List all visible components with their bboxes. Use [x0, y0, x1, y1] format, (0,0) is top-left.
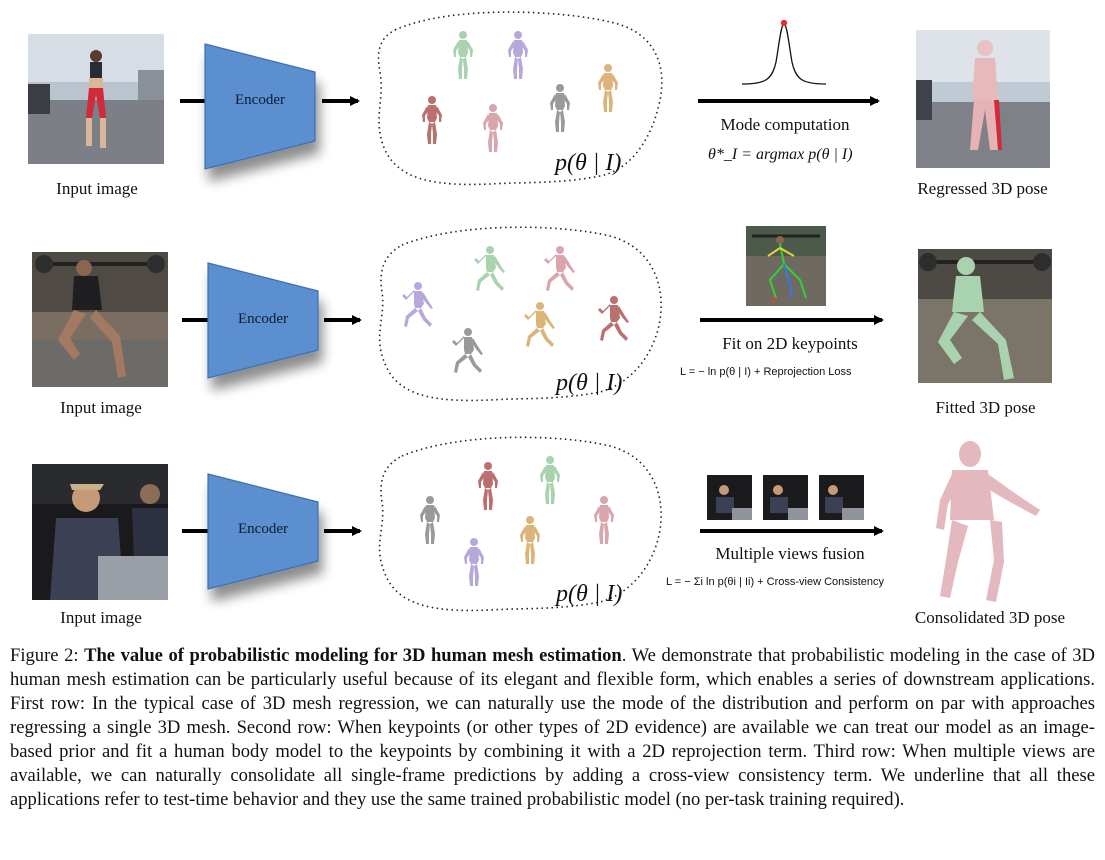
row1-distribution-blob: [377, 11, 663, 186]
row2-input-label: Input image: [60, 398, 142, 417]
row3-output-label: Consolidated 3D pose: [914, 608, 1066, 627]
figure-caption: Figure 2: The value of probabilistic mod…: [10, 644, 1095, 812]
row3-method-label: Multiple views fusion: [715, 544, 865, 563]
row3-encoder-shape: [207, 473, 319, 590]
row3-distribution-label: p(θ | I): [556, 581, 623, 607]
row2-keypoint-photo: [746, 226, 826, 306]
row2-input-photo: [32, 252, 168, 387]
row1-encoder-label: Encoder: [235, 92, 285, 108]
row1-mesh-samples: [422, 31, 618, 152]
row3-encoder-label: Encoder: [238, 521, 288, 537]
row3-input-photo: [32, 464, 168, 600]
row1-method-label: Mode computation: [720, 115, 850, 134]
row1-input-photo: [28, 34, 164, 164]
row1-input-label: Input image: [56, 179, 138, 198]
row2-distribution-label: p(θ | I): [556, 370, 623, 396]
caption-prefix: Figure 2:: [10, 645, 85, 666]
row3-input-label: Input image: [60, 608, 142, 627]
mode-point: [780, 19, 788, 27]
caption-body: . We demonstrate that probabilistic mode…: [10, 645, 1095, 810]
row3-formula: L = − Σi ln p(θi | Ii) + Cross-view Cons…: [666, 576, 885, 588]
row2-mesh-samples: [402, 246, 629, 373]
row2-output-label: Fitted 3D pose: [935, 398, 1036, 417]
row1-encoder-shape: [204, 43, 316, 170]
row2-encoder-label: Encoder: [238, 311, 288, 327]
row1-output-photo: [916, 30, 1050, 168]
caption-title: The value of probabilistic modeling for …: [84, 645, 622, 666]
row3-mesh-samples: [420, 456, 614, 586]
row3-view-thumbnails: [707, 475, 864, 520]
gaussian-curve: [741, 23, 827, 85]
row1-distribution-label: p(θ | I): [555, 150, 622, 176]
row1-formula: θ*_I = argmax p(θ | I): [708, 146, 853, 163]
row3-output-mesh: [936, 441, 1040, 602]
row2-encoder-shape: [207, 262, 319, 379]
row2-formula: L = − ln p(θ | I) + Reprojection Loss: [680, 366, 852, 378]
row1-output-label: Regressed 3D pose: [917, 179, 1048, 198]
row2-method-label: Fit on 2D keypoints: [722, 334, 858, 353]
row2-output-photo: [918, 249, 1052, 383]
